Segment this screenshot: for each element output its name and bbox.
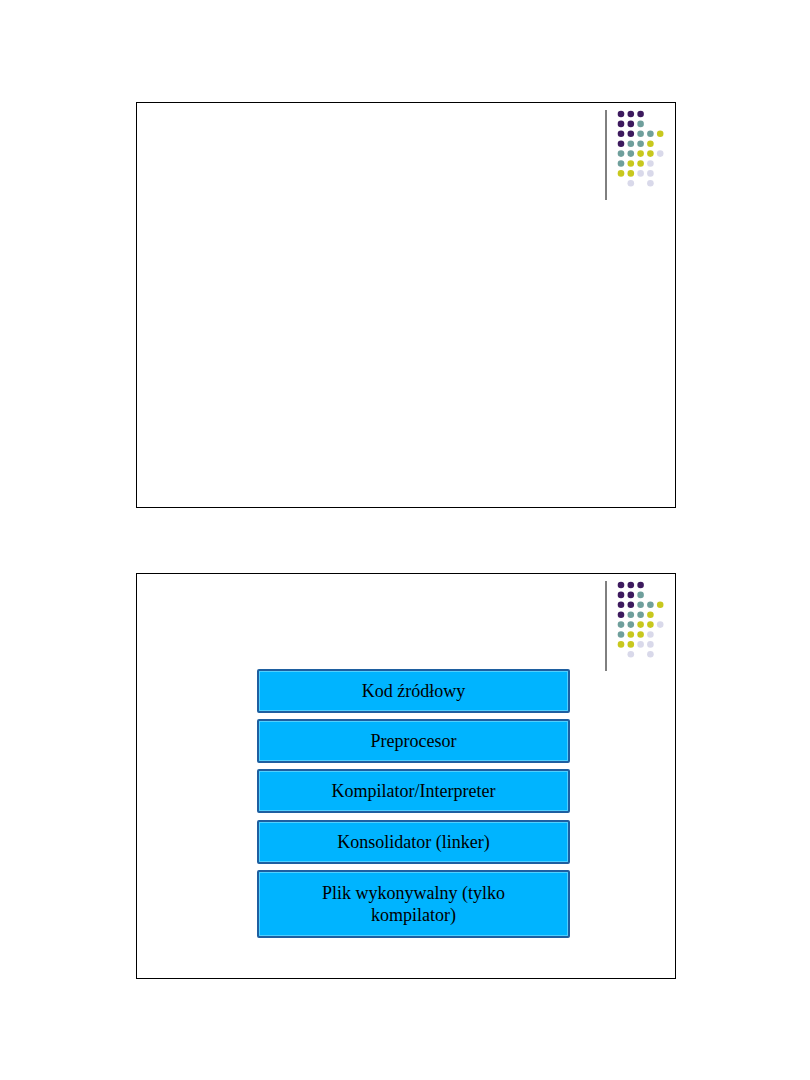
- dot: [618, 631, 625, 638]
- dot: [618, 160, 625, 167]
- dot: [637, 140, 644, 147]
- dot: [647, 170, 654, 177]
- dot: [637, 582, 644, 589]
- dot: [628, 121, 635, 128]
- dot: [647, 631, 654, 638]
- dot: [637, 621, 644, 628]
- box-label: Preprocesor: [361, 730, 467, 752]
- box-label: Plik wykonywalny (tylko kompilator): [304, 882, 524, 926]
- dot: [647, 602, 654, 609]
- dot: [637, 121, 644, 128]
- dot: [628, 111, 635, 118]
- dot: [628, 592, 635, 599]
- dot: [657, 131, 664, 138]
- dot-grid: [618, 582, 664, 658]
- dot: [628, 160, 635, 167]
- divider-line: [606, 110, 607, 200]
- box-label: Kompilator/Interpreter: [322, 780, 506, 802]
- process-box: Preprocesor: [257, 719, 570, 763]
- dot: [628, 180, 635, 187]
- dot: [637, 592, 644, 599]
- dot: [647, 160, 654, 167]
- dot: [647, 140, 654, 147]
- process-box: Konsolidator (linker): [257, 820, 570, 864]
- dot: [637, 631, 644, 638]
- dot: [637, 160, 644, 167]
- dot: [618, 170, 625, 177]
- dot: [647, 641, 654, 648]
- process-box: Kod źródłowy: [257, 669, 570, 713]
- dot: [618, 592, 625, 599]
- dot: [628, 602, 635, 609]
- divider-line: [606, 581, 607, 671]
- dot: [628, 631, 635, 638]
- dot: [637, 170, 644, 177]
- dot: [657, 602, 664, 609]
- dot: [618, 140, 625, 147]
- dot: [618, 582, 625, 589]
- dot: [618, 111, 625, 118]
- dot: [628, 150, 635, 157]
- dot: [647, 621, 654, 628]
- slide-frame: [137, 574, 676, 979]
- dot: [618, 121, 625, 128]
- dot: [618, 641, 625, 648]
- dot: [637, 641, 644, 648]
- dot: [628, 582, 635, 589]
- dot: [628, 140, 635, 147]
- dot: [637, 150, 644, 157]
- dot: [647, 180, 654, 187]
- dot: [637, 131, 644, 138]
- process-box: Kompilator/Interpreter: [257, 769, 570, 813]
- process-box: Plik wykonywalny (tylko kompilator): [257, 870, 570, 938]
- dot: [637, 611, 644, 618]
- dot-grid: [618, 111, 664, 187]
- dot: [628, 651, 635, 658]
- dot: [628, 621, 635, 628]
- dot: [647, 150, 654, 157]
- dot: [647, 131, 654, 138]
- dot: [637, 111, 644, 118]
- dot: [628, 641, 635, 648]
- dot: [647, 651, 654, 658]
- dot: [618, 131, 625, 138]
- slide-frame: [137, 103, 676, 508]
- dot: [637, 602, 644, 609]
- dot: [647, 611, 654, 618]
- dot: [618, 621, 625, 628]
- dot: [628, 170, 635, 177]
- dot: [657, 150, 664, 157]
- dot: [657, 621, 664, 628]
- dot: [618, 150, 625, 157]
- dot: [618, 602, 625, 609]
- dot: [628, 131, 635, 138]
- dot: [618, 611, 625, 618]
- dot: [628, 611, 635, 618]
- box-label: Kod źródłowy: [352, 680, 475, 702]
- box-label: Konsolidator (linker): [327, 831, 499, 853]
